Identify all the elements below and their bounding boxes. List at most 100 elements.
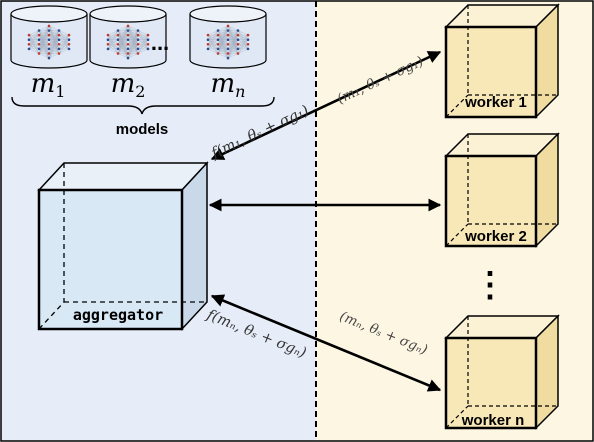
net-node: [236, 33, 240, 37]
net-edge: [237, 35, 249, 49]
net-edge: [48, 30, 60, 36]
net-edge: [107, 44, 119, 50]
net-edge: [58, 35, 70, 49]
net-node: [47, 24, 51, 28]
net-edge: [237, 35, 249, 54]
net-edge: [227, 25, 239, 31]
net-node: [67, 38, 71, 41]
net-edge: [127, 53, 139, 59]
net-edge: [207, 39, 219, 50]
net-node: [126, 33, 130, 37]
net-node: [57, 43, 61, 46]
net-edge: [38, 30, 50, 54]
net-node: [216, 29, 220, 32]
net-node: [246, 33, 250, 37]
net-edge: [237, 30, 249, 36]
net-edge: [38, 39, 50, 54]
net-node: [226, 33, 230, 37]
net-edge: [38, 53, 50, 59]
net-edge: [48, 30, 60, 45]
net-node: [27, 43, 31, 46]
net-edge: [217, 30, 229, 54]
net-edge: [48, 39, 60, 59]
net-node: [236, 38, 240, 41]
net-edge: [217, 25, 229, 45]
net-node: [57, 47, 61, 51]
net-node: [216, 52, 220, 55]
net-edge: [237, 34, 249, 40]
net-node: [37, 29, 41, 32]
net-edge: [217, 25, 229, 40]
net-node: [47, 38, 51, 41]
net-edge: [227, 30, 239, 49]
net-node: [216, 38, 220, 41]
net-edge: [227, 30, 239, 36]
net-node: [126, 38, 130, 41]
arrow-worker-1: [210, 50, 442, 161]
net-node: [216, 47, 220, 51]
net-edge: [137, 34, 149, 40]
net-node: [37, 47, 41, 51]
net-node: [206, 33, 210, 37]
net-node: [206, 43, 210, 46]
net-edge: [207, 30, 219, 40]
net-node: [47, 52, 51, 55]
net-edge: [127, 48, 139, 59]
net-edge: [107, 48, 119, 54]
model-cylinder-1: [10, 5, 88, 69]
net-node: [57, 33, 61, 37]
net-edge: [207, 30, 219, 49]
net-edge: [227, 30, 239, 45]
net-edge: [217, 35, 229, 54]
net-node: [126, 56, 130, 60]
worker-label-1: worker 1: [464, 94, 527, 111]
models-ellipsis: ...: [151, 30, 169, 55]
net-edge: [207, 44, 219, 50]
net-edge: [48, 53, 60, 59]
net-node: [246, 38, 250, 41]
net-edge: [28, 35, 40, 49]
net-edge: [137, 35, 149, 49]
net-edge: [227, 30, 239, 40]
net-edge: [38, 44, 50, 54]
net-node: [236, 47, 240, 51]
net-node: [146, 47, 150, 51]
net-edge: [38, 25, 50, 36]
net-edge: [48, 30, 60, 49]
net-edge: [48, 44, 60, 59]
net-node: [226, 24, 230, 28]
net-edge: [117, 35, 129, 54]
net-edge: [117, 53, 129, 59]
net-edge: [227, 30, 239, 54]
net-node: [106, 33, 110, 37]
net-edge: [28, 30, 40, 45]
net-edge: [107, 30, 119, 40]
net-node: [236, 43, 240, 46]
net-node: [246, 47, 250, 51]
net-node: [206, 38, 210, 41]
net-node: [116, 52, 120, 55]
net-node: [136, 33, 140, 37]
net-node: [57, 38, 61, 41]
net-node: [136, 52, 140, 55]
model-cylinder-n: [189, 5, 267, 69]
workers-ellipsis: ⋮: [473, 266, 507, 304]
net-edge: [137, 48, 149, 54]
net-edge: [127, 30, 139, 40]
net-node: [236, 52, 240, 55]
net-edge: [137, 39, 149, 54]
net-edge: [107, 35, 119, 49]
net-edge: [117, 39, 129, 54]
net-edge: [127, 30, 139, 49]
net-edge: [207, 30, 219, 36]
net-edge: [117, 25, 129, 49]
net-edge: [38, 48, 50, 54]
net-edge: [28, 48, 40, 54]
net-node: [47, 33, 51, 37]
net-edge: [58, 44, 70, 54]
worker-label-n: worker n: [461, 412, 525, 429]
net-edge: [38, 35, 50, 54]
net-edge: [107, 30, 119, 49]
net-node: [216, 33, 220, 37]
